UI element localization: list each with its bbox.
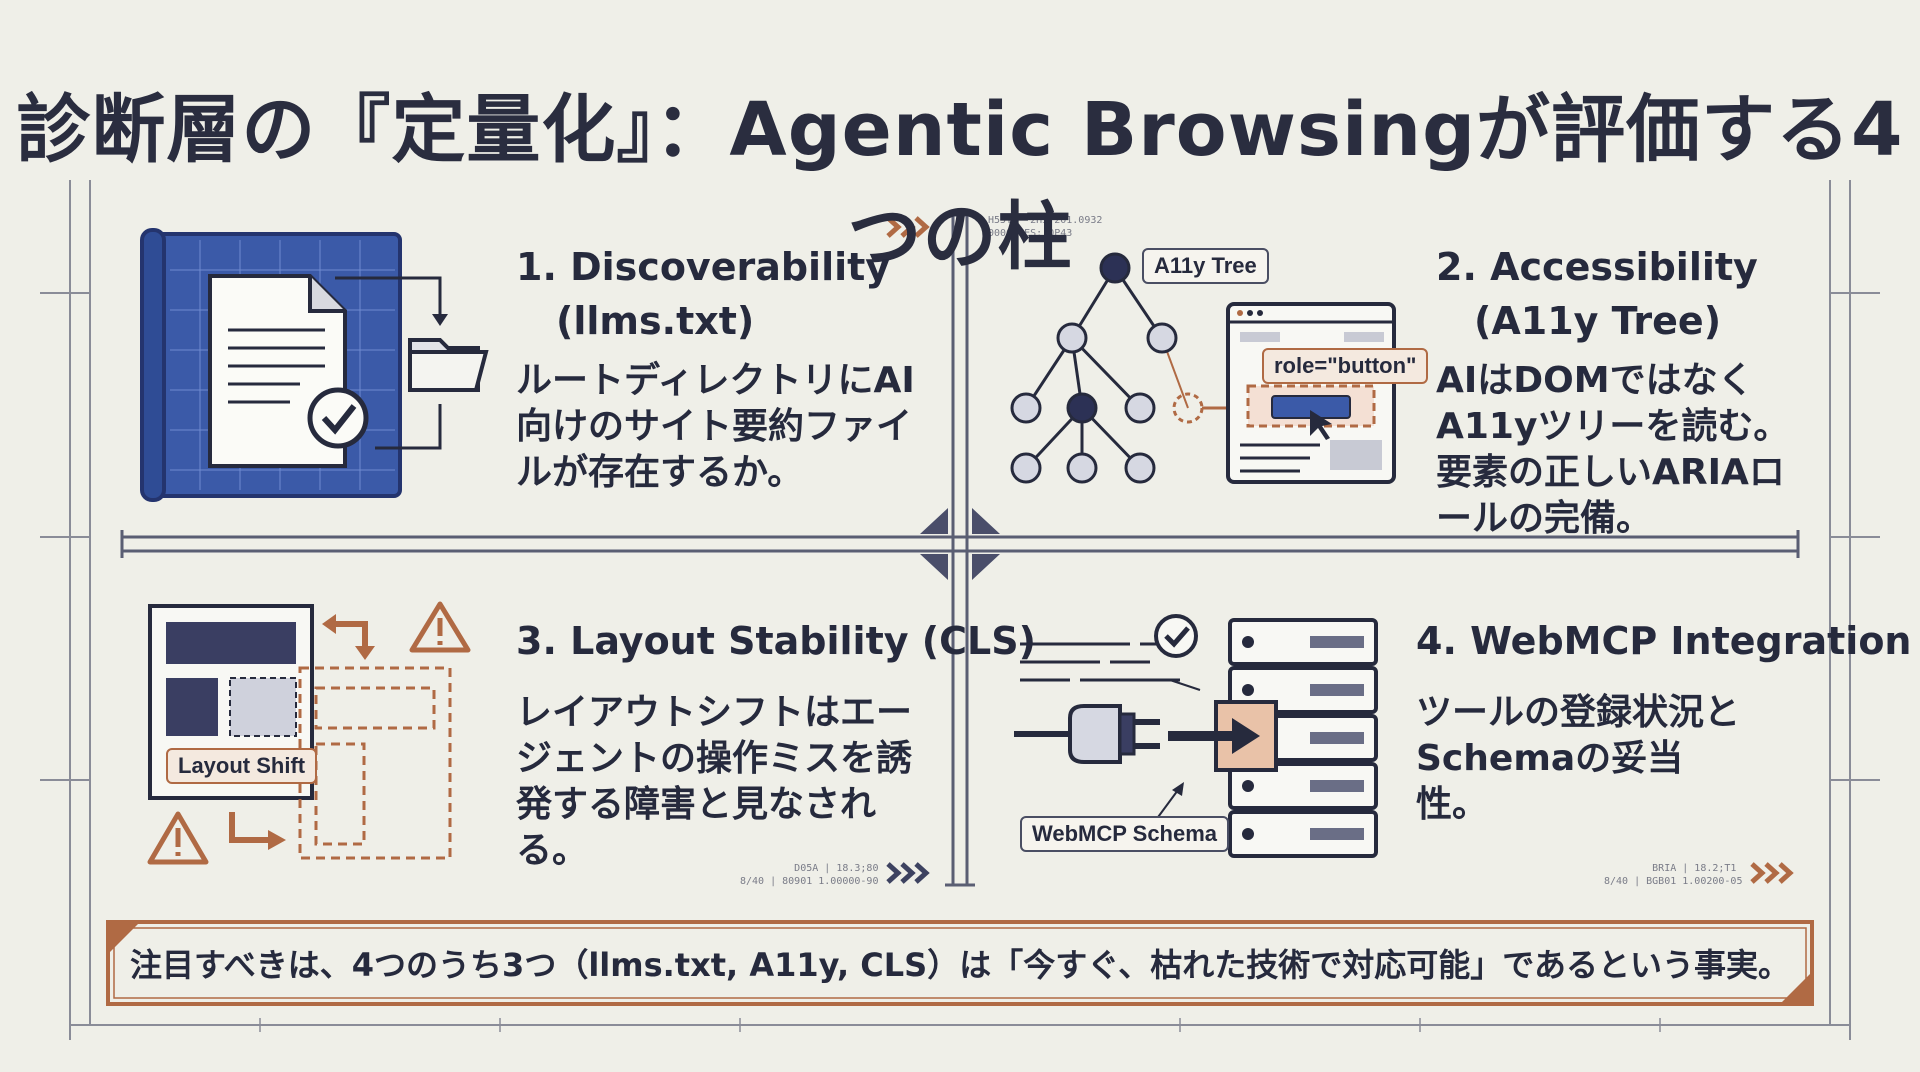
page-title: 診断層の『定量化』：Agentic Browsingが評価する4つの柱: [16, 87, 1904, 280]
pillar-3-title: 3. Layout Stability (CLS): [516, 619, 1036, 663]
webmcp-schema-label: WebMCP Schema: [1020, 816, 1230, 852]
pillar-2-description: AIはDOMではなくA11yツリーを読む。要素の正しいARIAロールの完備。: [1436, 360, 1790, 539]
pillar-2-subtitle: (A11y Tree): [1474, 299, 1722, 343]
pillar-1-description: ルートディレクトリにAI向けのサイト要約ファイルが存在するか。: [516, 360, 915, 493]
tech-readout-bottom-right: BRIA | 18.2;T1 8/40 | BGB01 1.00200-05: [1604, 863, 1743, 887]
layout-shift-icon: [147, 601, 471, 865]
pillar-3-description: レイアウトシフトはエージェントの操作ミスを誘発する障害と見なされる。: [516, 692, 913, 871]
a11y-tree-label: A11y Tree: [1142, 248, 1269, 284]
blueprint-document-icon: [140, 228, 489, 502]
pillar-1-subtitle: (llms.txt): [556, 299, 755, 343]
footer-callout: 注目すべきは、4つのうち3つ（llms.txt, A11y, CLS）は「今すぐ…: [130, 946, 1790, 984]
pillar-4-description: ツールの登録状況とSchemaの妥当性。: [1416, 692, 1741, 825]
role-button-label: role="button": [1262, 348, 1429, 384]
tech-readout-top: H55Ts 2H3.201.0932 0000TIES; 0P43: [988, 215, 1103, 239]
pillar-4-title: 4. WebMCP Integration: [1416, 619, 1912, 663]
webmcp-plug-server-icon: [1014, 614, 1378, 858]
pillar-2-title: 2. Accessibility: [1436, 245, 1758, 289]
pillar-1-title: 1. Discoverability: [516, 245, 891, 289]
tech-readout-bottom-left: D05A | 18.3;80 8/40 | 80901 1.00000-90: [740, 863, 879, 887]
layout-shift-label: Layout Shift: [166, 748, 318, 784]
